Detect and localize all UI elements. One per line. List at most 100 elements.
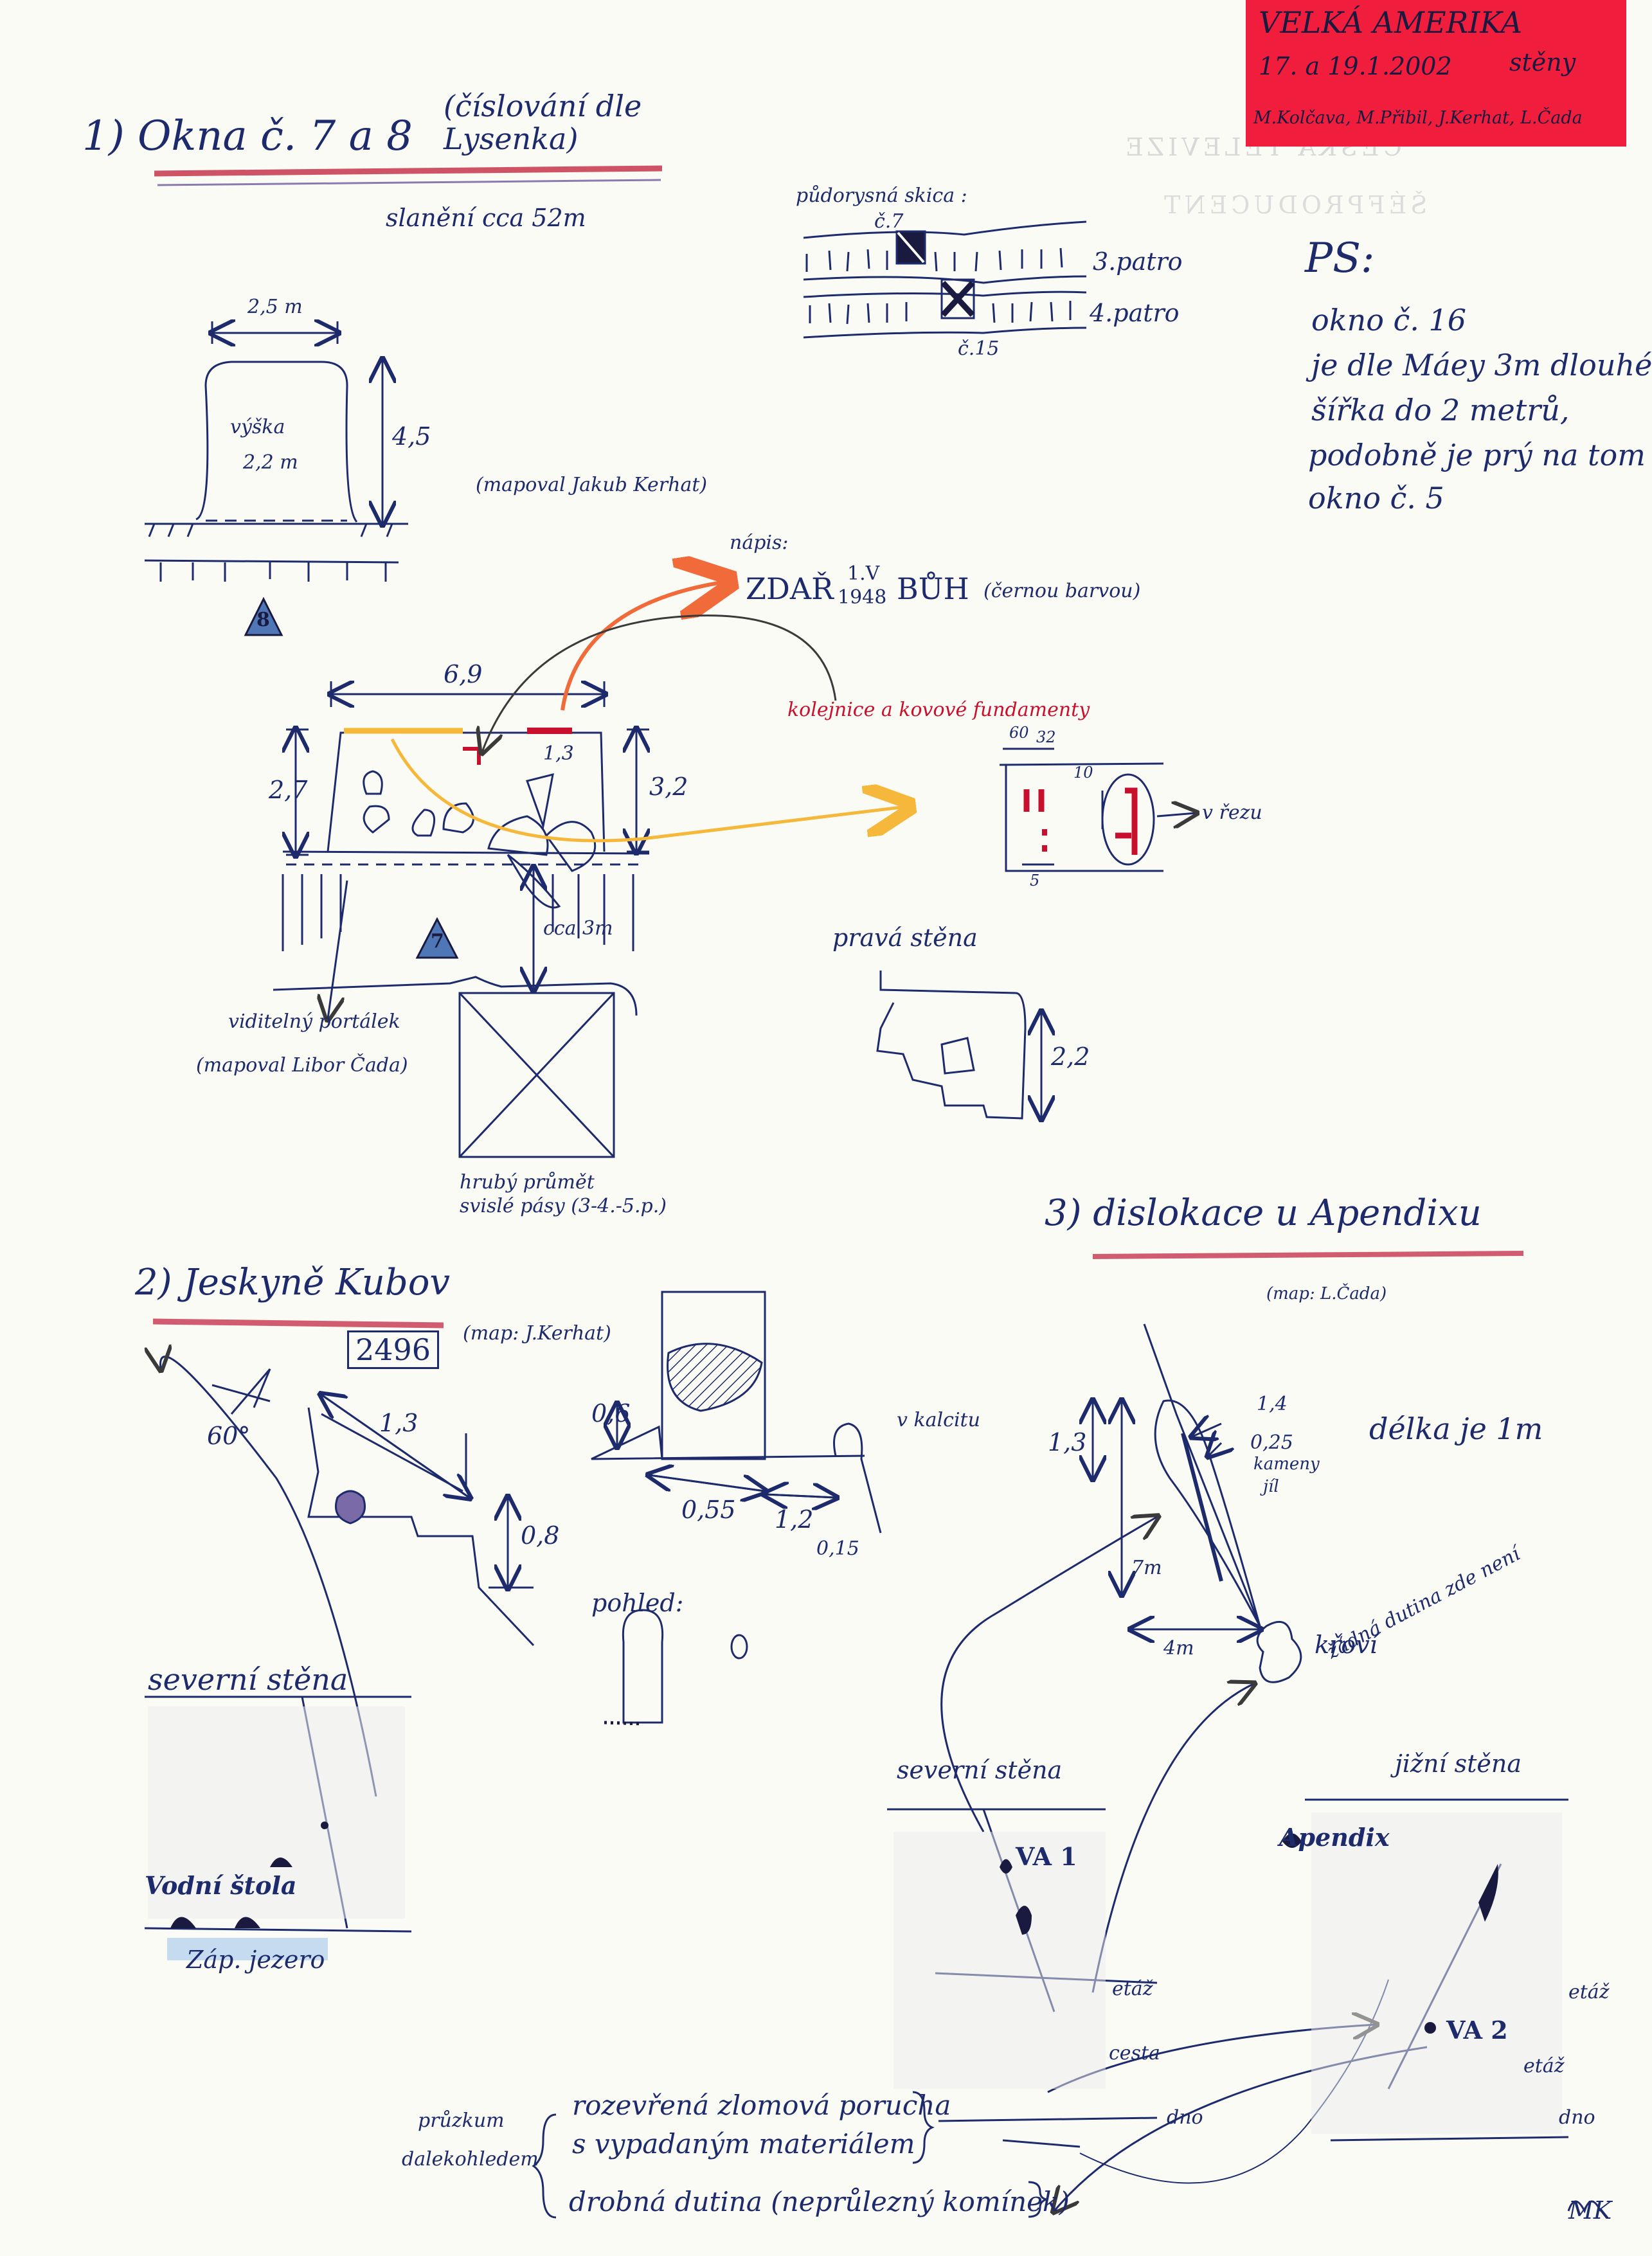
kubov-sketches — [145, 1291, 882, 1933]
ps-line1: okno č. 16 — [1311, 303, 1467, 337]
apendix-label: Apendix — [1279, 1823, 1390, 1852]
floor4-label: 4.patro — [1090, 299, 1180, 327]
right-wall-dim: 2,2 — [1051, 1043, 1090, 1071]
projection-drawing — [273, 976, 638, 1158]
dno-label-north: dno — [1167, 2106, 1203, 2129]
header-title: VELKÁ AMERIKA — [1259, 5, 1523, 40]
inscription-label: nápis: — [730, 532, 789, 554]
mapped-kerhat: (mapoval Jakub Kerhat) — [476, 474, 708, 496]
ps-line4: podobně je prý na tom — [1308, 438, 1646, 472]
signature: MK — [1568, 2196, 1612, 2225]
s3-d14: 1,4 — [1257, 1393, 1288, 1415]
length-note: délka je 1m — [1369, 1411, 1543, 1446]
w7-right: 3,2 — [649, 773, 688, 801]
bushes-label: křoví — [1315, 1631, 1378, 1659]
section1-title: 1) Okna č. 7 a 8 — [82, 112, 413, 160]
section3-title: 3) dislokace u Apendixu — [1045, 1192, 1482, 1234]
w7-left: 2,7 — [269, 776, 308, 804]
stones-label: kameny — [1253, 1455, 1320, 1474]
portal-label: viditelný portálek — [228, 1010, 400, 1033]
inscription-frac-top: 1.V — [847, 562, 880, 585]
inscription-arrow — [561, 582, 726, 711]
s2-d055: 0,55 — [681, 1496, 736, 1524]
inscription-zdar: ZDAŘ — [746, 571, 834, 606]
detail-5: 5 — [1030, 872, 1040, 890]
s2-north-wall: severní stěna — [148, 1662, 348, 1697]
projection-line2: svislé pásy (3-4.-5.p.) — [460, 1195, 667, 1217]
w8-inner1: výška — [230, 416, 285, 438]
signature-scribble — [1567, 2200, 1602, 2214]
survey-brace — [532, 2113, 557, 2219]
w7-num: 7 — [431, 930, 444, 953]
etaz-label-north: etáž — [1112, 1978, 1153, 2000]
w8-width: 2,5 m — [247, 296, 303, 318]
s3-d7m: 7m — [1131, 1557, 1162, 1579]
header-label: VELKÁ AMERIKA 17. a 19.1.2002 stěny M.Ko… — [1246, 0, 1626, 147]
ps-line3: šířka do 2 metrů, — [1311, 393, 1570, 427]
floorplan-label: půdorysná skica : — [796, 184, 967, 207]
s2-d12: 1,2 — [775, 1505, 814, 1534]
section3-mapped: (map: L.Čada) — [1266, 1284, 1387, 1303]
w8-height: 4,5 — [392, 422, 431, 451]
inscription-note: (černou barvou) — [983, 580, 1141, 602]
s3-d4m: 4m — [1163, 1637, 1194, 1660]
header-dates: 17. a 19.1.2002 — [1259, 52, 1452, 80]
right-wall-drawing — [876, 971, 1041, 1118]
w8-inner2: 2,2 m — [243, 451, 298, 474]
title1-underline — [154, 165, 663, 177]
numbering-note: (číslování dle Lysenka) — [444, 89, 642, 156]
inscription-buh: BŮH — [897, 571, 969, 606]
survey-item2: drobná dutina (neprůlezný komínek) — [569, 2186, 1070, 2217]
title2-underline — [152, 1318, 444, 1329]
s2-d015: 0,15 — [816, 1537, 859, 1560]
w7-width: 6,9 — [444, 660, 483, 688]
window7-marker — [415, 917, 459, 959]
cave-number: 2496 — [347, 1330, 440, 1369]
calcite-label: v kalcitu — [897, 1409, 980, 1431]
title3-underline — [1092, 1251, 1524, 1259]
section-note: v řezu — [1202, 801, 1262, 824]
rappel-note: slanění cca 52m — [386, 204, 586, 232]
view-label: pohled: — [591, 1589, 684, 1617]
rails-note: kolejnice a kovové fundamenty — [787, 699, 1090, 721]
lake-label: Záp. jezero — [186, 1946, 325, 1974]
etaz-label-south1: etáž — [1568, 1981, 1610, 2003]
etaz-label-south2: etáž — [1523, 2055, 1565, 2077]
s3-north-wall: severní stěna — [897, 1756, 1063, 1784]
angle-label: 60° — [207, 1422, 251, 1450]
water-adit-label: Vodní štola — [145, 1871, 297, 1900]
floorplan-c15: č.15 — [958, 337, 1000, 360]
s3-d025: 0,25 — [1250, 1431, 1293, 1454]
rails-detail-drawing — [999, 748, 1196, 872]
survey-item1-line2: s vypadaným materiálem — [572, 2128, 915, 2160]
survey-label2: dalekohledem — [402, 2148, 539, 2171]
cesta-label: cesta — [1109, 2042, 1160, 2064]
floorplan-c7: č.7 — [874, 210, 904, 233]
header-authors: M.Kolčava, M.Přibil, J.Kerhat, L.Čada — [1253, 108, 1583, 128]
detail-10: 10 — [1073, 764, 1093, 782]
w8-num: 8 — [256, 609, 270, 631]
detail-32: 32 — [1036, 728, 1056, 746]
section2-mapped: (map: J.Kerhat) — [463, 1322, 611, 1345]
va1-label: VA 1 — [1016, 1842, 1077, 1871]
detail-60: 60 — [1009, 724, 1029, 742]
va2-label: VA 2 — [1446, 2016, 1508, 2045]
survey-label1: průzkum — [418, 2109, 505, 2132]
dno-label-south: dno — [1559, 2106, 1595, 2129]
section2-title: 2) Jeskyně Kubov — [135, 1262, 451, 1303]
window7-drawing — [282, 681, 649, 1019]
s3-d13: 1,3 — [1048, 1428, 1087, 1456]
ps-title: PS: — [1305, 235, 1375, 282]
inscription-frac-bottom: 1948 — [838, 586, 887, 609]
projection-line1: hrubý průmět — [460, 1171, 595, 1194]
ps-line5: okno č. 5 — [1308, 481, 1444, 515]
s3-south-wall: jižní stěna — [1395, 1750, 1522, 1778]
mapped-cada: (mapoval Libor Čada) — [196, 1054, 408, 1077]
floor3-label: 3.patro — [1093, 247, 1183, 276]
s2-d08: 0,8 — [521, 1521, 560, 1550]
cca3m: cca 3m — [543, 917, 613, 940]
window8-drawing — [144, 321, 408, 582]
w7-rail: 1,3 — [543, 742, 574, 765]
